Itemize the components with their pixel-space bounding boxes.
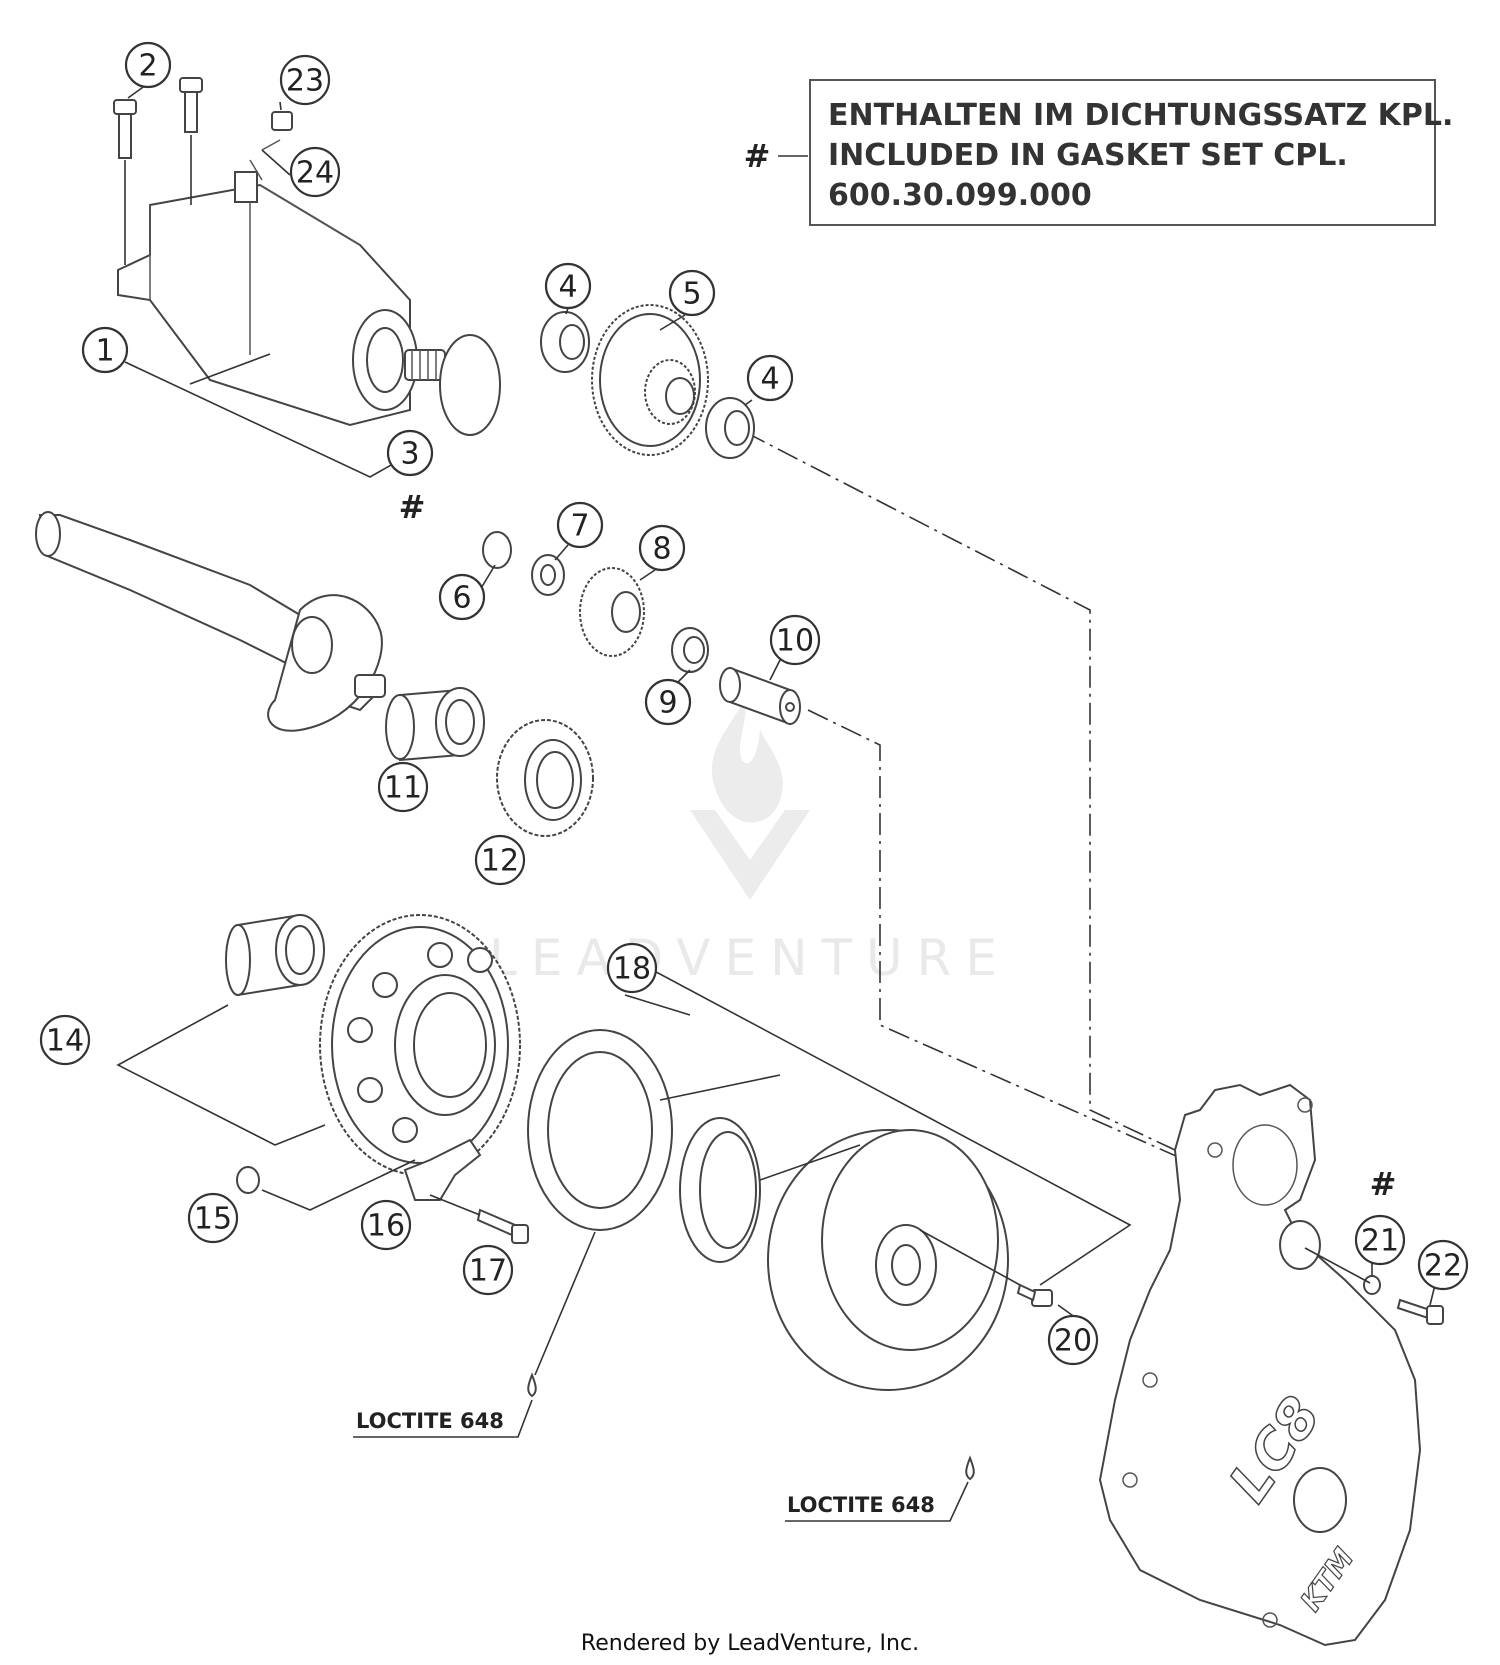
callout-label: 7	[570, 509, 589, 544]
circlip-6	[482, 531, 512, 569]
assembly-line-gear-shaft	[744, 431, 1176, 1151]
note-line-2: INCLUDED IN GASKET SET CPL.	[828, 138, 1348, 173]
terminal-nut-23	[271, 111, 293, 131]
callout-6: 6	[438, 573, 486, 621]
callout-label: 10	[776, 624, 814, 659]
callout-label: 4	[558, 270, 577, 305]
footer-credit: Rendered by LeadVenture, Inc.	[581, 1631, 919, 1656]
bearing-4b	[705, 397, 755, 459]
washer-21	[1363, 1275, 1381, 1295]
plug-15	[236, 1166, 260, 1194]
screw-17	[429, 1194, 529, 1244]
callout-21: 21	[1354, 1214, 1406, 1266]
note-line-3: 600.30.099.000	[828, 178, 1092, 213]
callout-label: 2	[138, 49, 157, 84]
intermediate-gear-5	[591, 304, 709, 456]
callout-22: 22	[1417, 1239, 1469, 1291]
callout-18: 18	[606, 942, 658, 994]
callout-20: 20	[1047, 1314, 1099, 1366]
callout-10: 10	[769, 614, 821, 666]
loctite-label-left: LOCTITE 648	[356, 1409, 504, 1433]
loctite-right: LOCTITE 648	[785, 1455, 975, 1522]
callout-24: 24	[289, 146, 341, 198]
gasket-set-note: # ENTHALTEN IM DICHTUNGSSATZ KPL. INCLUD…	[744, 79, 1453, 226]
callout-label: 20	[1054, 1324, 1092, 1359]
callout-8: 8	[638, 524, 686, 572]
starter-motor	[117, 171, 446, 427]
callout-label: 11	[384, 771, 422, 806]
watermark-logo: LEADVENTURE	[489, 700, 1011, 987]
callout-16: 16	[360, 1199, 412, 1251]
callout-3: 3	[386, 429, 434, 477]
note-hash: #	[744, 137, 771, 175]
washer-7	[531, 554, 565, 596]
gear-8	[579, 567, 645, 657]
callout-label: 6	[452, 581, 471, 616]
screw-2	[113, 77, 203, 265]
callout-label: 18	[613, 952, 651, 987]
callout-14: 14	[39, 1014, 91, 1066]
pin-10	[719, 666, 801, 726]
needle-bearing-9	[671, 627, 709, 673]
starter-driven-gear	[319, 914, 521, 1176]
freewheel-18	[527, 1029, 761, 1263]
hash-mark-part-21: #	[1370, 1165, 1397, 1203]
callout-label: 9	[658, 686, 677, 721]
callout-label: 16	[367, 1209, 405, 1244]
callout-label: 23	[286, 64, 324, 99]
callout-7: 7	[556, 501, 604, 549]
callout-15: 15	[187, 1192, 239, 1244]
callout-label: 4	[760, 362, 779, 397]
callout-23: 23	[279, 54, 331, 106]
callout-label: 24	[296, 156, 334, 191]
callout-5: 5	[668, 269, 716, 317]
o-ring-3	[439, 334, 501, 436]
washer-24	[249, 139, 281, 181]
gear-12	[496, 719, 594, 837]
loctite-label-right: LOCTITE 648	[787, 1493, 935, 1517]
note-line-1: ENTHALTEN IM DICHTUNGSSATZ KPL.	[828, 98, 1453, 133]
bearing-4a	[540, 311, 590, 373]
callout-9: 9	[644, 678, 692, 726]
callout-17: 17	[462, 1244, 514, 1296]
callout-11: 11	[377, 761, 429, 813]
callout-1: 1	[81, 326, 129, 374]
callout-label: 1	[95, 334, 114, 369]
callout-label: 22	[1424, 1249, 1462, 1284]
bolt-20	[919, 1229, 1053, 1307]
callout-label: 3	[400, 437, 419, 472]
callout-label: 8	[652, 532, 671, 567]
loctite-left: LOCTITE 648	[353, 1231, 596, 1438]
watermark-text: LEADVENTURE	[489, 929, 1011, 987]
crankshaft	[35, 511, 386, 732]
freewheel-16	[403, 1138, 482, 1201]
screw-22	[1396, 1298, 1444, 1325]
callout-label: 21	[1361, 1224, 1399, 1259]
needle-bearing-11	[385, 687, 485, 762]
assembly-line-pin	[807, 709, 1186, 1161]
callout-label: 5	[682, 277, 701, 312]
rotor	[767, 1129, 1009, 1391]
ignition-cover: LC8 KTM	[1098, 1083, 1422, 1647]
callout-2: 2	[124, 41, 172, 89]
callout-12: 12	[474, 834, 526, 886]
callout-4b: 4	[746, 354, 794, 402]
callout-label: 12	[481, 844, 519, 879]
callout-4a: 4	[544, 262, 592, 310]
hash-mark-part-3: #	[399, 488, 426, 526]
callout-label: 17	[469, 1254, 507, 1289]
callout-label: 15	[194, 1202, 232, 1237]
needle-bearing-14	[225, 913, 325, 997]
callout-label: 14	[46, 1024, 84, 1059]
